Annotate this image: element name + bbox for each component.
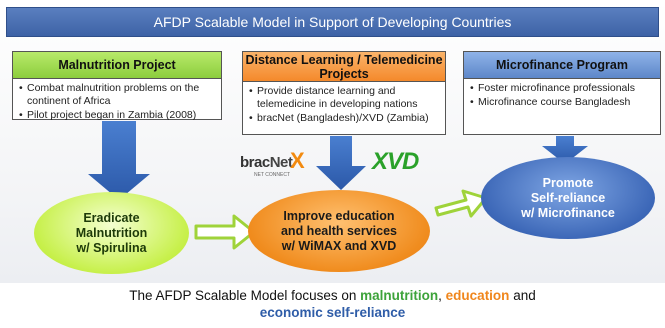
ellipse-line: Malnutrition [75, 225, 148, 240]
bracnet-logo-word: bracNet [240, 154, 293, 171]
improve-education-ellipse: Improve education and health services w/… [248, 190, 430, 272]
bullet-item: Provide distance learning and telemedici… [249, 85, 439, 111]
bullet-item: Pilot project began in Zambia (2008) [19, 109, 215, 122]
promote-self-reliance-ellipse: Promote Self-reliance w/ Microfinance [481, 157, 655, 239]
right-arrow-to-microfinance [434, 189, 488, 218]
caption-term-education: education [445, 288, 510, 303]
caption-term-economic-self-reliance: economic self-reliance [259, 305, 406, 320]
flow-arrows [88, 121, 588, 250]
bracnet-logo-mark: X [290, 148, 305, 173]
caption-line-1: The AFDP Scalable Model focuses on malnu… [129, 288, 536, 303]
malnutrition-project-box: Malnutrition Project Combat malnutrition… [12, 51, 222, 122]
bracnet-logo-tagline: NET CONNECT [254, 172, 291, 178]
distance-learning-project-bullets: Provide distance learning and telemedici… [243, 82, 445, 129]
distance-learning-project-title: Distance Learning / Telemedicine Project… [243, 52, 445, 82]
ellipse-line: Improve education [283, 208, 395, 223]
bracnet-logo: bracNet X NET CONNECT [240, 150, 310, 180]
ellipse-line: w/ Microfinance [521, 205, 615, 220]
right-arrow-to-education [194, 214, 256, 250]
ellipse-line: w/ WiMAX and XVD [281, 238, 397, 253]
down-arrow-microfinance [542, 136, 588, 164]
microfinance-program-box: Microfinance Program Foster microfinance… [463, 51, 661, 135]
down-arrow-malnutrition [88, 121, 150, 200]
ellipse-line: w/ Spirulina [76, 240, 147, 255]
ellipse-line: Eradicate [83, 210, 140, 225]
caption-term-malnutrition: malnutrition [360, 288, 439, 303]
down-arrow-education [316, 136, 366, 190]
ellipse-line: Promote [542, 175, 594, 190]
distance-learning-project-box: Distance Learning / Telemedicine Project… [242, 51, 446, 135]
ellipse-line: and health services [280, 223, 398, 238]
xvd-logo: XVD [372, 148, 419, 175]
caption-line-2: economic self-reliance [0, 304, 665, 321]
diagram-title-banner: AFDP Scalable Model in Support of Develo… [6, 7, 659, 37]
microfinance-program-title: Microfinance Program [464, 52, 660, 79]
bullet-item: Combat malnutrition problems on the cont… [19, 82, 215, 108]
bullet-item: bracNet (Bangladesh)/XVD (Zambia) [249, 112, 439, 125]
diagram-caption: The AFDP Scalable Model focuses on malnu… [0, 287, 665, 321]
bullet-item: Microfinance course Bangladesh [470, 96, 654, 109]
bullet-item: Foster microfinance professionals [470, 82, 654, 95]
diagram-title: AFDP Scalable Model in Support of Develo… [153, 14, 512, 30]
ellipse-line: Self-reliance [530, 190, 606, 205]
malnutrition-project-bullets: Combat malnutrition problems on the cont… [13, 79, 221, 126]
malnutrition-project-title: Malnutrition Project [13, 52, 221, 79]
microfinance-program-bullets: Foster microfinance professionals Microf… [464, 79, 660, 113]
eradicate-malnutrition-ellipse: Eradicate Malnutrition w/ Spirulina [34, 192, 189, 274]
